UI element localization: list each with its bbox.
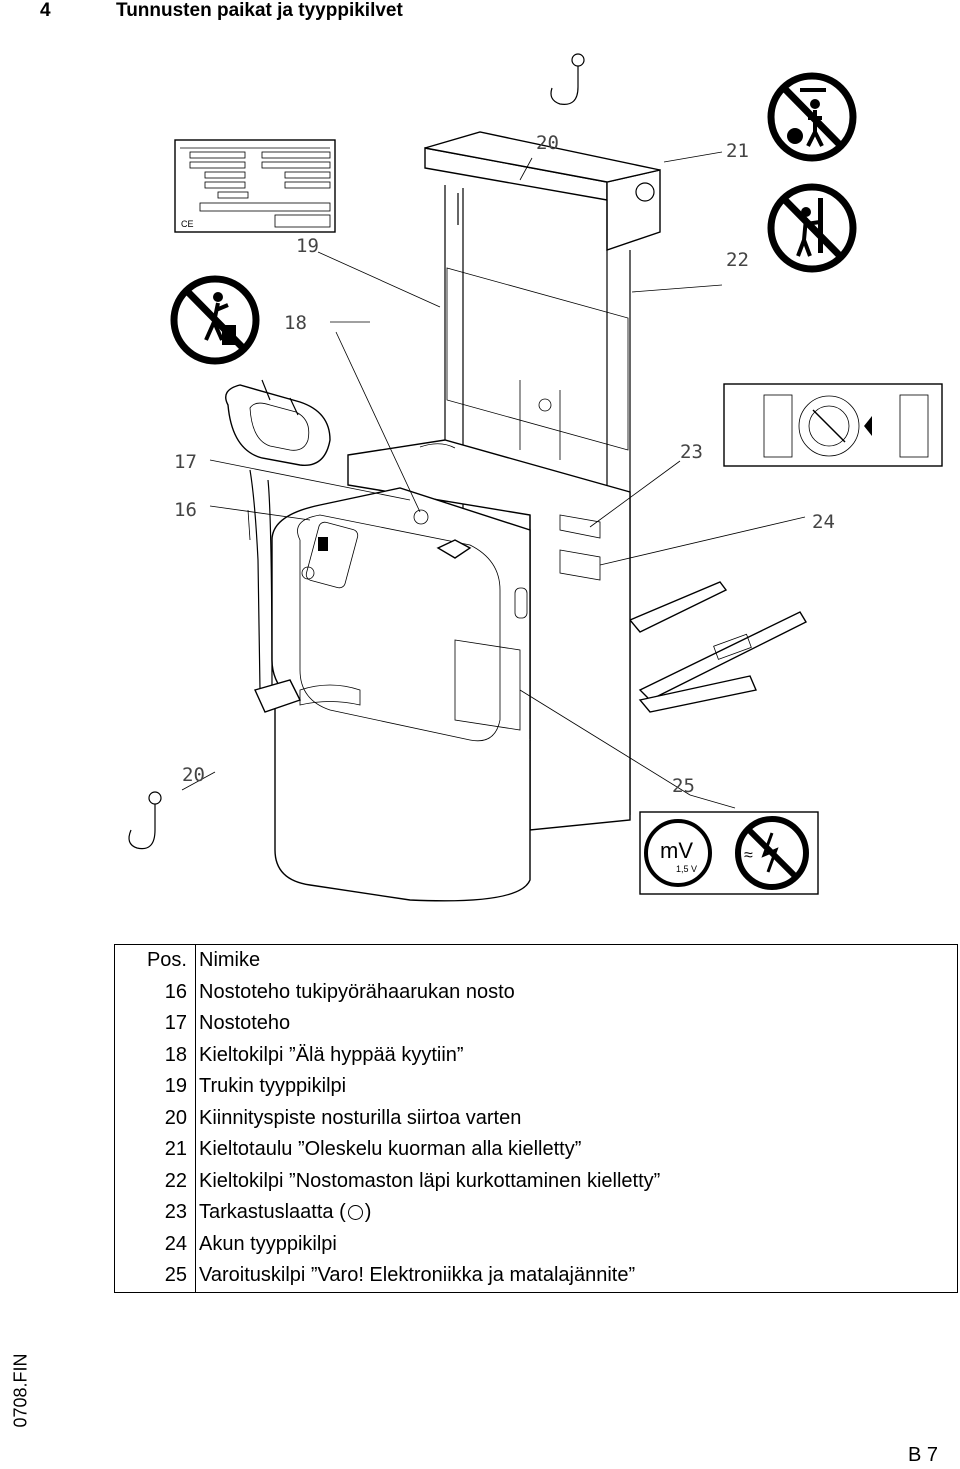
legend-pos-header: Pos.	[114, 944, 196, 977]
type-plate: CE	[174, 139, 336, 233]
callout-label: 25	[672, 775, 695, 797]
legend-pos: 17	[114, 1008, 196, 1040]
warning-plate: mV 1,5 V ≈	[639, 811, 819, 895]
table-row: 23 Tarkastuslaatta ()	[114, 1197, 958, 1229]
legend-name: Kieltokilpi ”Älä hyppää kyytiin”	[195, 1039, 958, 1071]
table-row: 17 Nostoteho	[114, 1008, 958, 1040]
legend-pos: 23	[114, 1197, 196, 1229]
page-number: B 7	[907, 1444, 938, 1466]
legend-name: Trukin tyyppikilpi	[195, 1071, 958, 1103]
hook-icon	[128, 791, 162, 850]
callout-label: 24	[812, 511, 835, 533]
table-row: 20 Kiinnityspiste nosturilla siirtoa var…	[114, 1102, 958, 1134]
legend-pos: 19	[114, 1071, 196, 1103]
hook-icon	[550, 53, 585, 105]
mv-label: mV	[660, 838, 693, 863]
callout-label: 19	[296, 235, 319, 257]
section-title: Tunnusten paikat ja tyyppikilvet	[116, 0, 403, 21]
legend-pos: 22	[114, 1165, 196, 1197]
legend-table: Pos. Nimike 16 Nostoteho tukipyörähaaruk…	[114, 944, 958, 1293]
table-row: 18 Kieltokilpi ”Älä hyppää kyytiin”	[114, 1039, 958, 1071]
prohibition-sign-reach-through-icon	[767, 183, 857, 273]
legend-name: Nostoteho	[195, 1008, 958, 1040]
callout-label: 18	[284, 312, 307, 334]
forks	[628, 581, 807, 713]
callout-label: 16	[174, 499, 197, 521]
table-row: 16 Nostoteho tukipyörähaarukan nosto	[114, 976, 958, 1008]
section-number: 4	[40, 0, 51, 21]
table-row: 22 Kieltokilpi ”Nostomaston läpi kurkott…	[114, 1165, 958, 1197]
callout-label: 20	[182, 764, 205, 786]
truck-body	[271, 439, 631, 902]
table-row: 25 Varoituskilpi ”Varo! Elektroniikka ja…	[114, 1260, 958, 1293]
legend-name: Kieltokilpi ”Nostomaston läpi kurkottami…	[195, 1165, 958, 1197]
legend-name: Kiinnityspiste nosturilla siirtoa varten	[195, 1102, 958, 1134]
ce-mark: CE	[181, 219, 194, 229]
table-row: 24 Akun tyyppikilpi	[114, 1228, 958, 1260]
callout-label: 20	[536, 132, 559, 154]
voltage-label: 1,5 V	[676, 864, 697, 874]
legend-pos: 24	[114, 1228, 196, 1260]
legend-name: Kieltotaulu ”Oleskelu kuorman alla kiell…	[195, 1134, 958, 1166]
legend-name: Akun tyyppikilpi	[195, 1228, 958, 1260]
leader-lines	[181, 151, 806, 809]
callout-label: 22	[726, 249, 749, 271]
approx-symbol: ≈	[744, 847, 753, 864]
legend-header-row: Pos. Nimike	[114, 944, 958, 977]
legend-pos: 21	[114, 1134, 196, 1166]
legend-name: Nostoteho tukipyörähaarukan nosto	[195, 976, 958, 1008]
tiller-handle	[225, 379, 361, 713]
callout-label: 21	[726, 140, 749, 162]
legend-pos: 16	[114, 976, 196, 1008]
legend-pos: 18	[114, 1039, 196, 1071]
callout-label: 17	[174, 451, 197, 473]
legend-name-suffix: )	[364, 1201, 372, 1223]
prohibition-sign-no-riding-icon	[170, 275, 260, 365]
legend-name: Varoituskilpi ”Varo! Elektroniikka ja ma…	[195, 1260, 958, 1293]
callout-label: 23	[680, 441, 703, 463]
legend-name-header: Nimike	[195, 944, 958, 977]
circle-icon	[347, 1205, 363, 1221]
mast	[424, 131, 661, 820]
table-row: 19 Trukin tyyppikilpi	[114, 1071, 958, 1103]
inspection-plate	[723, 383, 943, 467]
legend-pos: 20	[114, 1102, 196, 1134]
legend-pos: 25	[114, 1260, 196, 1293]
truck-figure: CE	[128, 53, 943, 902]
prohibition-sign-under-load-icon	[767, 72, 857, 162]
table-row: 21 Kieltotaulu ”Oleskelu kuorman alla ki…	[114, 1134, 958, 1166]
document-reference: 0708.FIN	[10, 1353, 31, 1428]
legend-name-with-icon: Tarkastuslaatta ()	[195, 1197, 958, 1229]
legend-name: Tarkastuslaatta (	[199, 1201, 346, 1223]
